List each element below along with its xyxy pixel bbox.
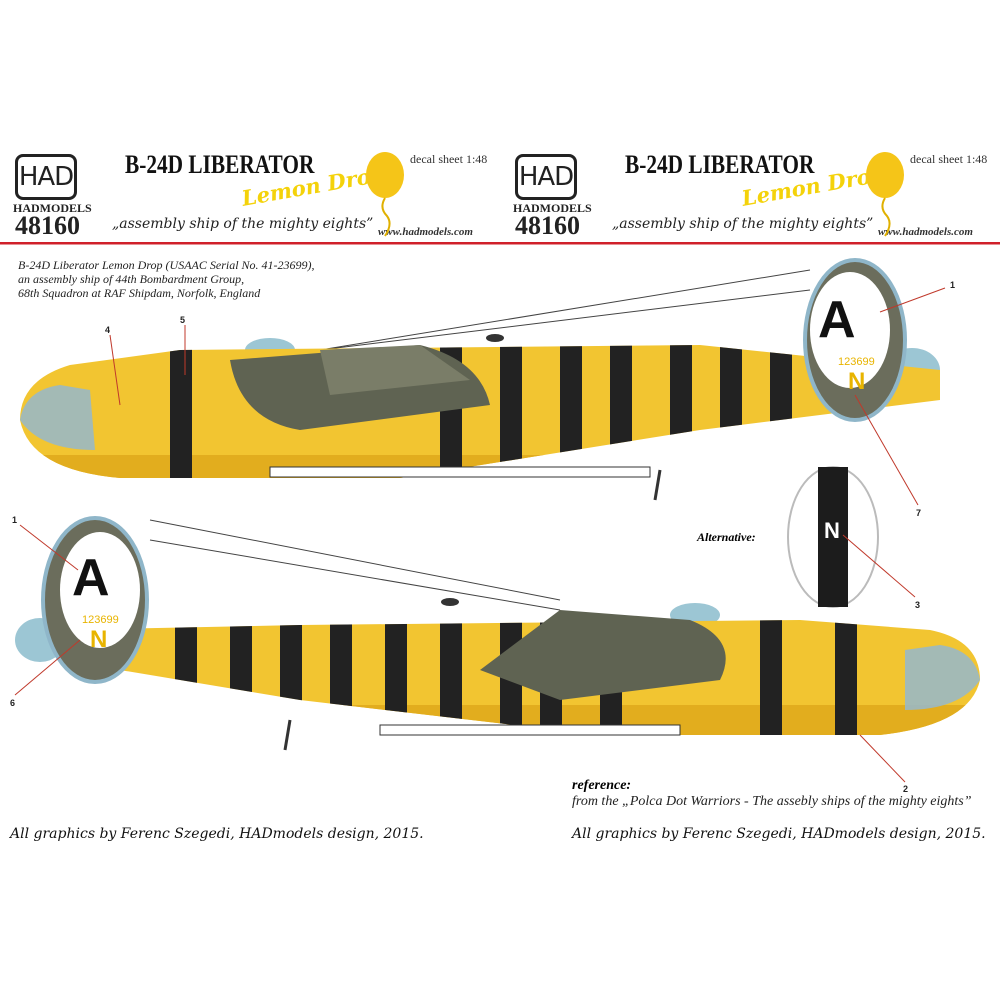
callout-lines [14,287,946,783]
caption-line: 68th Squadron at RAF Shipdam, Norfolk, E… [18,286,261,300]
fuselage-stripe [230,620,252,735]
callout-number: 1 [950,280,956,290]
code-letter: N [848,368,866,395]
fuselage-stripe [280,620,302,735]
serial-number: 123699 [838,356,875,368]
fuselage-stripe [835,620,857,735]
brand-name: HADMODELS [13,201,92,215]
callout-number: 1 [12,515,18,525]
motto: „assembly ship of the mighty eights” [112,216,374,232]
kit-number: 48160 [15,211,80,240]
website-url[interactable]: www.hadmodels.com [878,226,973,238]
fuselage-stripe [720,345,742,478]
callout-number: 5 [180,315,186,325]
caption: B-24D Liberator Lemon Drop (USAAC Serial… [18,258,315,300]
alternative-label: Alternative: [697,530,756,544]
kit-number: 48160 [515,211,580,240]
callout-number: 7 [916,508,922,518]
fuselage-stripe [670,345,692,478]
aircraft-side-view-right [15,516,980,751]
had-logo: HAD [515,154,577,200]
fuselage-stripe [500,345,522,478]
code-letter: N [90,626,108,653]
fuselage-stripe [385,620,407,735]
tail-letter: A [72,549,110,607]
reference-text: from the „Polca Dot Warriors - The asseb… [572,794,972,809]
caption-line: B-24D Liberator Lemon Drop (USAAC Serial… [18,258,315,272]
aircraft-title: B-24D LIBERATOR [625,150,815,179]
decal-scale: decal sheet 1:48 [410,152,488,166]
aircraft-title: B-24D LIBERATOR [125,150,315,179]
callout-number: 4 [105,325,111,335]
decal-scale: decal sheet 1:48 [910,152,988,166]
caption-line: an assembly ship of 44th Bombardment Gro… [18,272,245,286]
fuselage-stripe [170,345,192,478]
fuselage-stripe [760,620,782,735]
credits: All graphics by Ferenc Szegedi, HADmodel… [10,826,424,842]
fuselage-stripe [770,345,792,478]
motto: „assembly ship of the mighty eights” [612,216,874,232]
fuselage-stripe [440,620,462,735]
had-logo: HAD [15,154,77,200]
callout-number: 2 [903,784,909,794]
credits: All graphics by Ferenc Szegedi, HADmodel… [572,826,986,842]
tail-letter: A [818,291,856,349]
website-url[interactable]: www.hadmodels.com [378,226,473,238]
alternative-tail-marking [787,466,879,608]
alt-code-letter: N [824,518,840,543]
callout-number: 6 [10,698,16,708]
fuselage-stripe [610,345,632,478]
header-divider [0,242,1000,245]
fuselage-stripe [560,345,582,478]
serial-number: 123699 [82,614,119,626]
balloon-icon [866,152,904,237]
fuselage-stripe [330,620,352,735]
callout-number: 3 [915,600,921,610]
brand-name: HADMODELS [513,201,592,215]
balloon-icon [366,152,404,237]
reference-heading: reference: [572,778,632,793]
fuselage-stripe [175,620,197,735]
